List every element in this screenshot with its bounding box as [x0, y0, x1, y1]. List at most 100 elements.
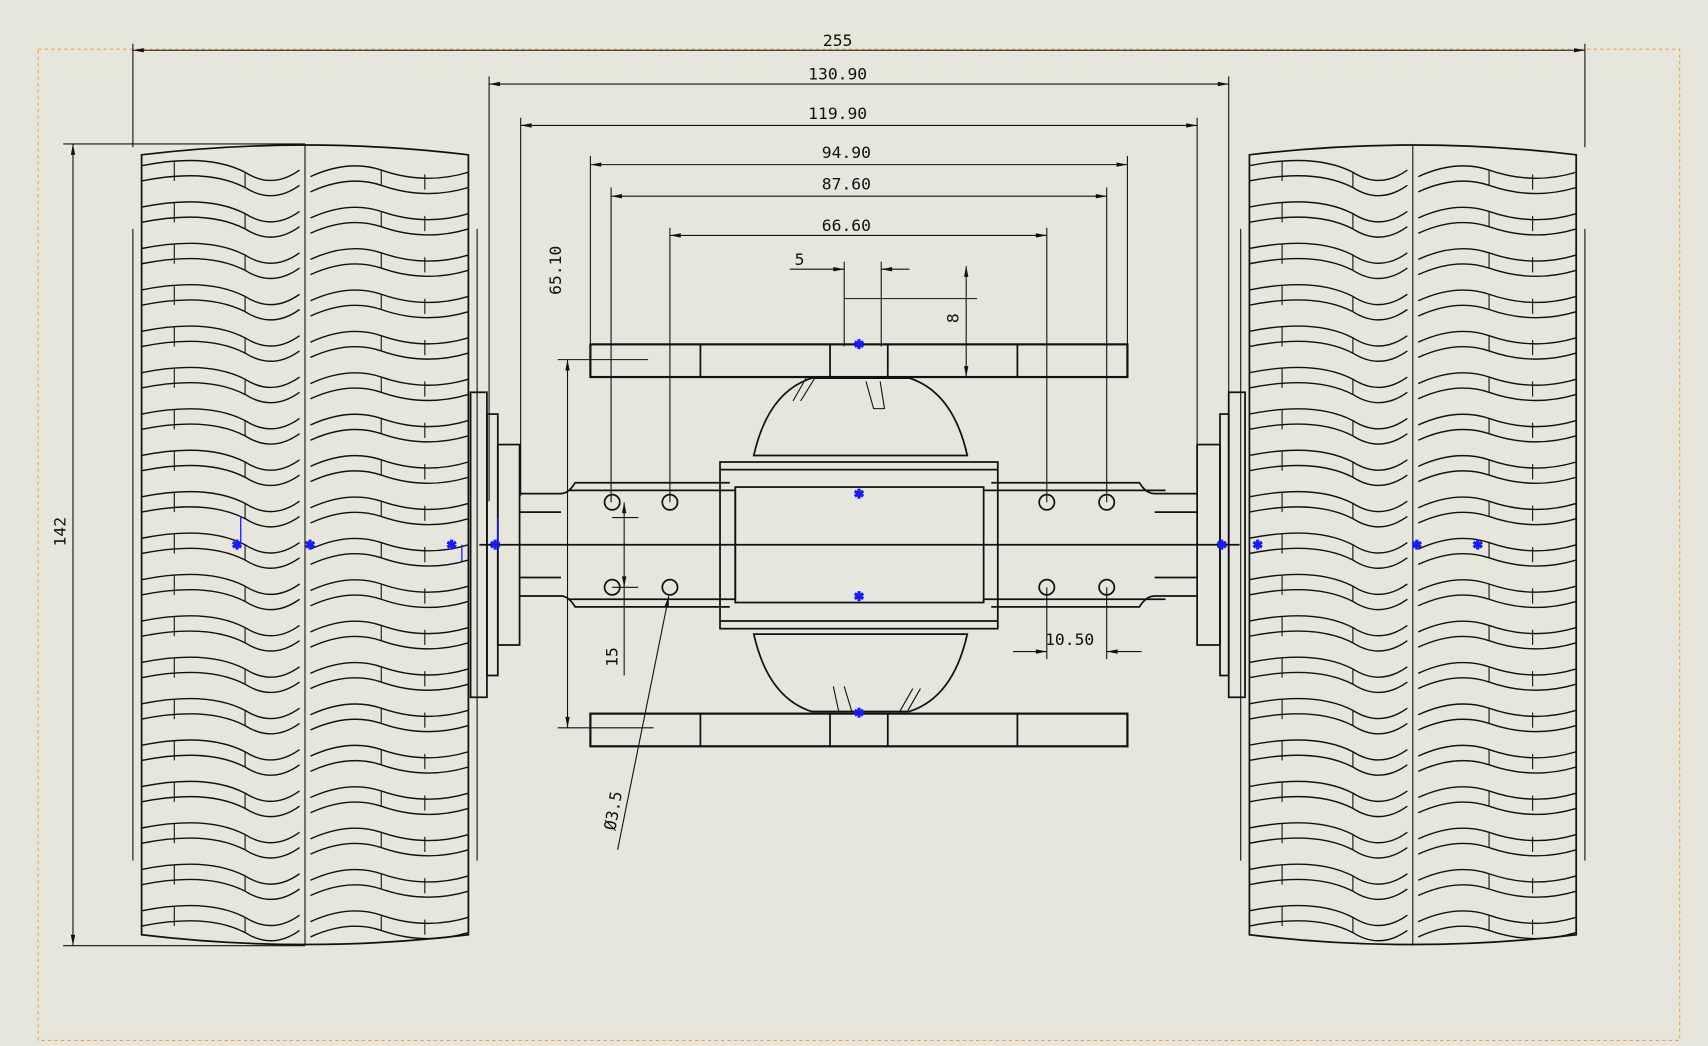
dim-hole-spacing-horizontal[interactable]: 10.50 [1045, 630, 1094, 649]
top-mounting-plate[interactable] [589, 343, 1129, 379]
tread-block-edge [173, 492, 426, 521]
left-tire[interactable] [132, 143, 478, 946]
tread-lug [1417, 884, 1577, 898]
tread-lug [1417, 263, 1577, 277]
svg-text:✱: ✱ [854, 487, 864, 501]
tread-lug [1417, 346, 1577, 360]
tread-lug [1249, 904, 1408, 927]
tread-lug [1249, 490, 1408, 513]
dim-plate-length[interactable]: 94.90 [822, 143, 871, 162]
dim-plate-spacing[interactable]: 65.10 [546, 246, 565, 295]
tread-block-edge [173, 409, 426, 439]
tread-lug [310, 330, 469, 345]
dim-inner-holes[interactable]: 66.60 [822, 216, 871, 235]
svg-text:✱: ✱ [447, 538, 457, 552]
tread-lug [1417, 537, 1577, 552]
tread-lug [1417, 786, 1577, 800]
tread-lug [141, 299, 300, 321]
svg-text:✱: ✱ [1253, 538, 1263, 552]
tread-lug [1249, 449, 1408, 471]
dim-axle-tube[interactable]: 119.90 [808, 104, 867, 123]
tread-block-edge [1281, 823, 1534, 852]
tread-lug [141, 366, 300, 389]
tread-lug [141, 464, 300, 487]
tread-lug [1417, 304, 1577, 319]
tread-lug [1249, 671, 1408, 694]
tread-lug [141, 216, 300, 238]
svg-text:✱: ✱ [1412, 538, 1422, 552]
dim-hub-to-hub[interactable]: 130.90 [808, 65, 867, 84]
tread-lug [1249, 713, 1408, 735]
tread-lug [141, 822, 300, 844]
svg-text:✱: ✱ [854, 338, 864, 352]
tread-lug [310, 910, 469, 925]
dim-hole-spacing-vertical[interactable]: 15 [603, 647, 622, 667]
tread-lug [141, 408, 300, 430]
tread-lug [1417, 759, 1577, 774]
dim-slot-width[interactable]: 5 [795, 250, 805, 269]
tread-lug [1249, 299, 1408, 321]
tread-lug [310, 620, 469, 635]
tread-lug [1417, 620, 1577, 635]
tread-lug [1249, 780, 1408, 803]
svg-text:✱: ✱ [232, 538, 242, 552]
tread-lug [141, 340, 300, 362]
bottom-mounting-plate[interactable] [589, 712, 1129, 748]
tread-block-edge [1281, 906, 1534, 935]
tread-lug [310, 372, 469, 386]
tread-lug [310, 661, 469, 676]
tread-lug [1417, 372, 1577, 386]
tread-block-edge [173, 244, 426, 273]
tread-lug [1417, 221, 1577, 236]
tread-lug [1249, 739, 1408, 761]
tread-lug [310, 884, 469, 898]
tread-lug [1417, 594, 1577, 609]
tread-block-edge [173, 616, 426, 645]
tread-lug [141, 697, 300, 720]
sheet-border [37, 48, 1681, 1041]
svg-text:✱: ✱ [1217, 538, 1227, 552]
tread-lug [310, 801, 469, 816]
tread-lug [310, 413, 469, 428]
tread-lug [1249, 837, 1408, 859]
tread-block-edge [1281, 699, 1534, 728]
tread-block-edge [1281, 368, 1534, 397]
tread-block-edge [173, 699, 426, 728]
tread-block-edge [173, 326, 426, 356]
tread-lug [310, 454, 469, 469]
axle-tube[interactable] [479, 481, 1240, 608]
dim-tire-diameter[interactable]: 142 [50, 517, 69, 547]
tread-lug [310, 677, 469, 691]
tread-lug [141, 506, 300, 528]
tread-lug [310, 925, 469, 940]
dim-outer-holes[interactable]: 87.60 [822, 175, 871, 194]
sketch-point-markers: ✱✱✱✱ ✱✱✱✱ ✱✱✱✱ [231, 337, 1483, 720]
tread-block-edge [173, 740, 426, 770]
tread-lug [1249, 547, 1408, 569]
tread-lug [141, 573, 300, 596]
tread-lug [1249, 423, 1408, 445]
tread-lug [310, 263, 469, 277]
tread-lug [1417, 661, 1577, 676]
tread-block-edge [173, 161, 426, 190]
tread-lug [1417, 801, 1577, 816]
tread-lug [1417, 428, 1577, 443]
svg-text:✱: ✱ [854, 589, 864, 603]
tread-lug [1249, 920, 1408, 942]
dim-overall-width[interactable]: 255 [823, 31, 853, 50]
tread-lug [310, 180, 469, 195]
tread-lug [1249, 697, 1408, 720]
dimensions: 255 130.90 119.90 94.90 87.60 66.60 5 8 … [50, 31, 1586, 947]
right-tire[interactable] [1240, 143, 1586, 946]
tread-block-edge [1281, 244, 1534, 273]
tread-block-edge [1281, 451, 1534, 480]
tread-lug [1249, 795, 1408, 818]
dim-slot-depth[interactable]: 8 [944, 313, 963, 323]
tread-lug [1417, 387, 1577, 402]
tread-lug [141, 588, 300, 611]
tread-block-edge [1281, 161, 1534, 190]
tread-lug [1417, 910, 1577, 925]
tread-lug [1417, 868, 1577, 883]
tread-lug [1417, 413, 1577, 428]
